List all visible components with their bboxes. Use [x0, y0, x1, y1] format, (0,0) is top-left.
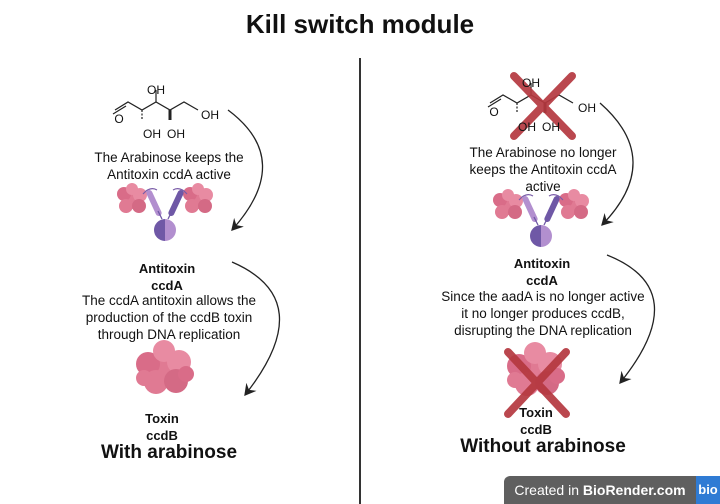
arrow-left-1 — [227, 109, 264, 231]
text-line: ccdA — [151, 278, 183, 293]
molecule-oh-label: OH — [542, 120, 560, 134]
cross-icon-arabinose — [510, 72, 576, 140]
text-line: Toxin — [519, 405, 553, 420]
text-line: keeps the Antitoxin ccdA — [469, 162, 617, 177]
molecule-oh-label: OH — [518, 120, 536, 134]
text-line: The Arabinose no longer — [469, 145, 617, 160]
toxin-ccdb-left-icon — [136, 340, 194, 394]
text-line: Antitoxin ccdA active — [107, 167, 231, 182]
cross-icon-toxin — [504, 348, 570, 418]
badge-brand: BioRender.com — [582, 482, 686, 498]
text-line: ccdB — [146, 428, 178, 443]
antitoxin-label-right: Antitoxin ccdA — [514, 255, 570, 289]
antitoxin-ccda-left-icon — [117, 183, 213, 241]
text-line: ccdB — [520, 422, 552, 437]
text-line: production of the ccdB toxin — [85, 310, 253, 325]
text-line: it no longer produces ccdB, — [461, 306, 625, 321]
text-line: Since the aadA is no longer active — [441, 289, 645, 304]
toxin-label-left: Toxin ccdB — [145, 410, 179, 444]
text-line: The ccdA antitoxin allows the — [81, 293, 257, 308]
caption-with-arabinose: With arabinose — [100, 442, 238, 463]
text-line: Toxin — [145, 411, 179, 426]
molecule-o-label: O — [114, 112, 124, 126]
page-title: Kill switch module — [245, 9, 475, 39]
biorender-badge-text: Created in BioRender.com — [504, 476, 696, 504]
text-line: The Arabinose keeps the — [94, 150, 244, 165]
arrow-right-2 — [606, 254, 655, 385]
text-line: active — [525, 179, 561, 194]
arabinose-text-right: The Arabinose no longer keeps the Antito… — [469, 144, 616, 195]
text-line: Antitoxin — [138, 261, 196, 276]
molecule-oh-label: OH — [167, 127, 185, 141]
biorender-logo-icon: bio — [696, 476, 720, 504]
text-line: through DNA replication — [97, 327, 241, 342]
molecule-o-label: O — [489, 105, 499, 119]
description-left: The ccdA antitoxin allows the production… — [82, 292, 256, 343]
text-line: disrupting the DNA replication — [454, 323, 632, 338]
divider — [359, 58, 361, 504]
description-right: Since the aadA is no longer active it no… — [441, 288, 644, 339]
text-line: ccdA — [526, 273, 558, 288]
caption-without-arabinose: Without arabinose — [460, 436, 626, 457]
arabinose-text-left: The Arabinose keeps the Antitoxin ccdA a… — [94, 149, 243, 183]
molecule-oh-label: OH — [578, 101, 596, 115]
text-line: Antitoxin — [513, 256, 571, 271]
arrow-left-2 — [231, 261, 280, 397]
arrow-right-1 — [599, 102, 634, 226]
toxin-label-right: Toxin ccdB — [519, 404, 553, 438]
antitoxin-label-left: Antitoxin ccdA — [139, 260, 195, 294]
molecule-oh-label: OH — [201, 108, 219, 122]
antitoxin-ccda-right-icon — [493, 189, 589, 247]
molecule-oh-label: OH — [522, 76, 540, 90]
biorender-badge[interactable]: Created in BioRender.com bio — [504, 476, 720, 504]
molecule-oh-label: OH — [147, 83, 165, 97]
molecule-oh-label: OH — [143, 127, 161, 141]
badge-prefix: Created in — [514, 482, 583, 498]
